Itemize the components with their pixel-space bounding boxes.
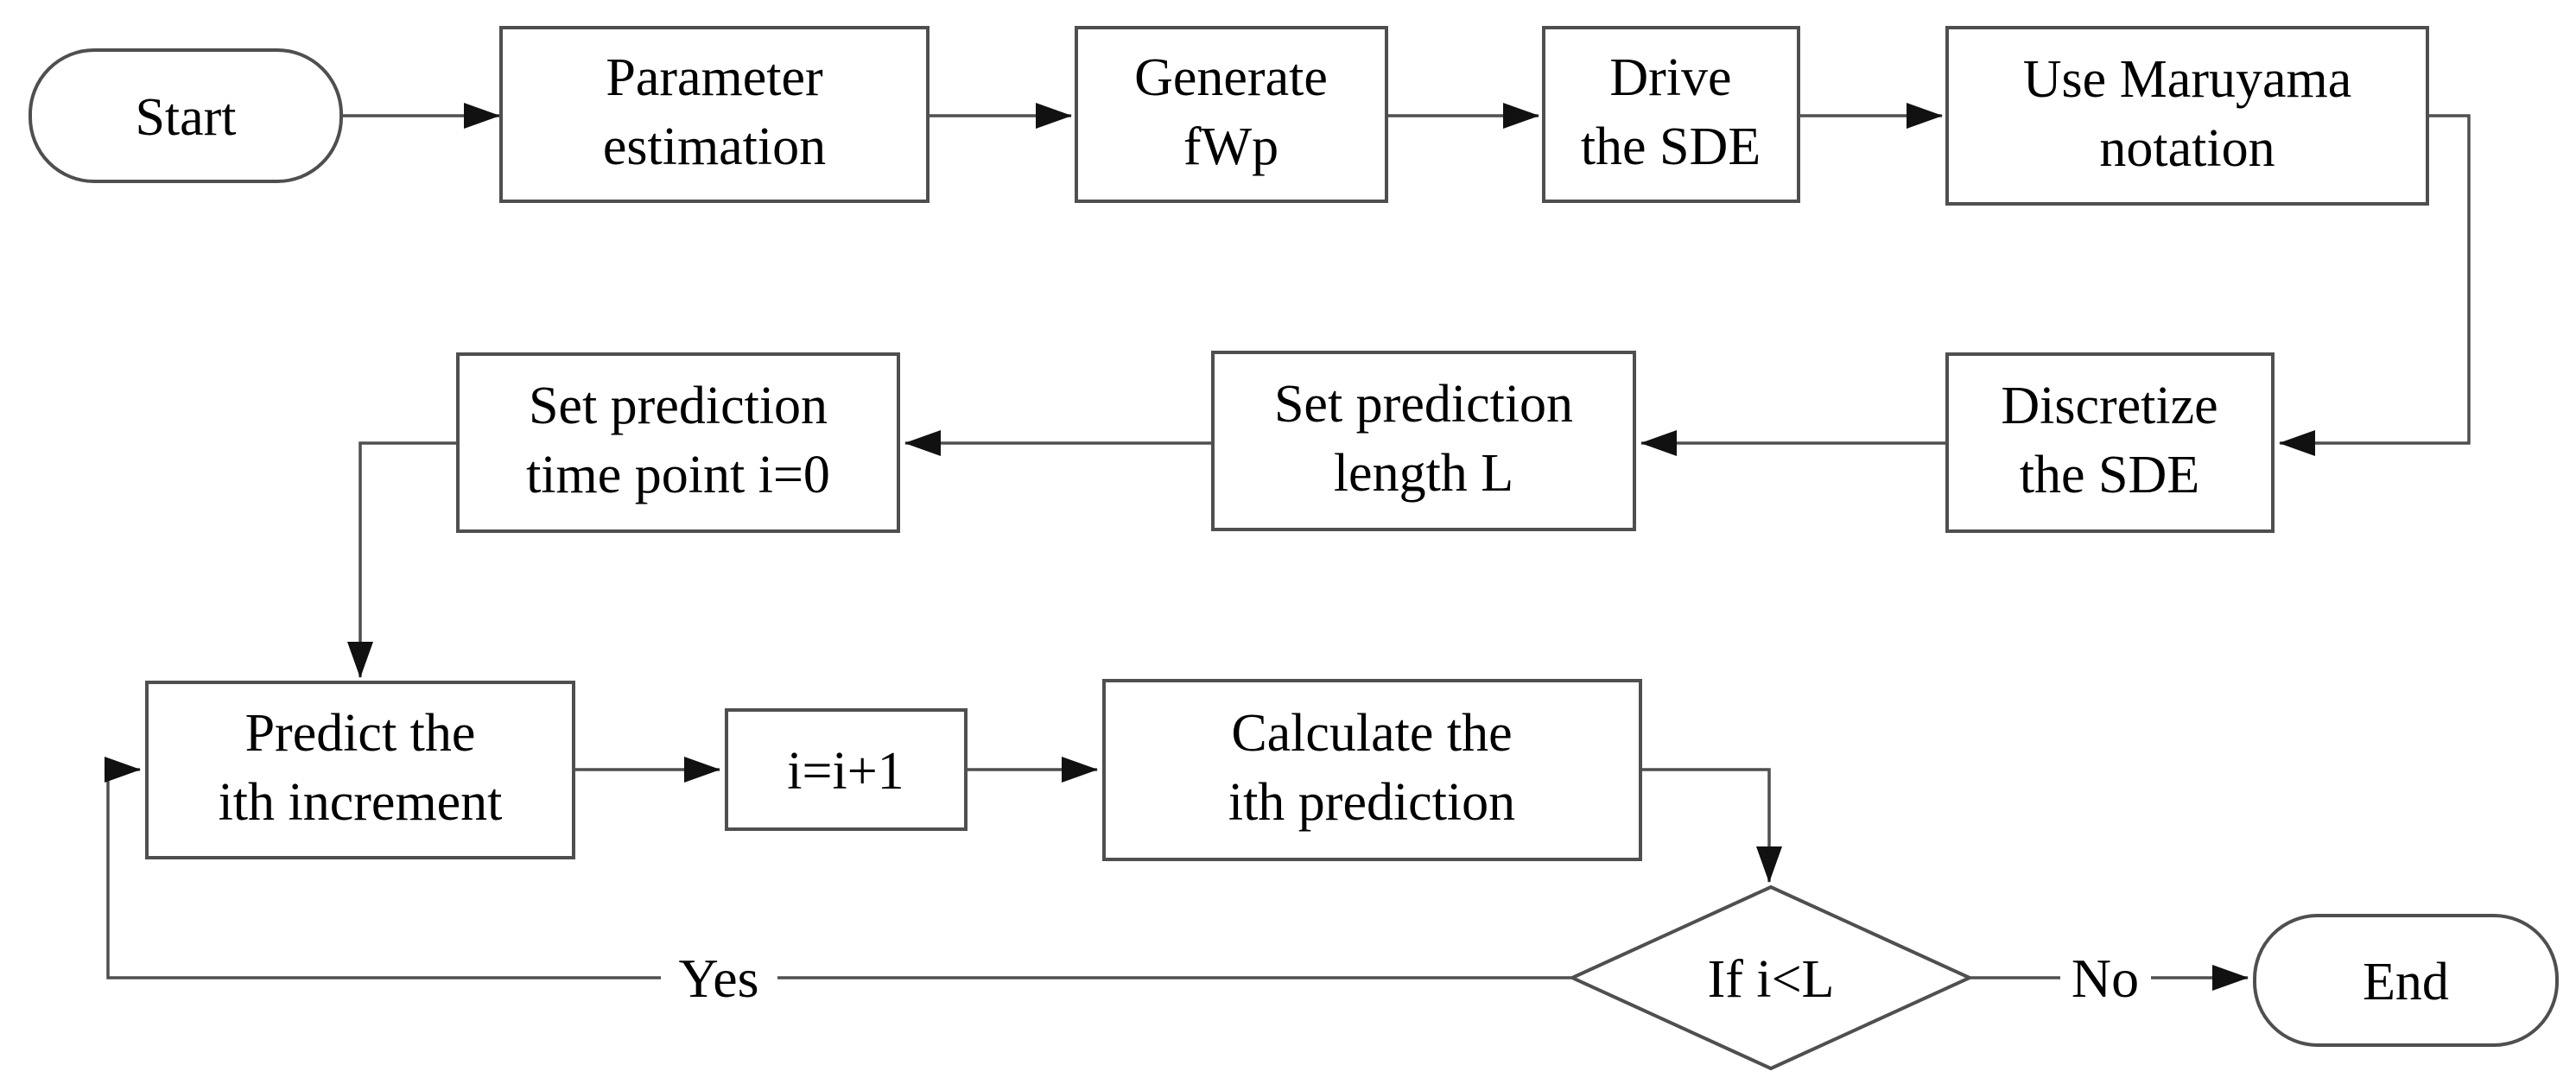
edge-decision-yes-to-predict <box>105 757 1572 979</box>
set-prediction-time-line2: time point i=0 <box>526 446 830 504</box>
generate-fwp-line1: Generate <box>1134 48 1328 107</box>
set-prediction-length-node: Set prediction length L <box>1211 351 1636 531</box>
predict-increment-line1: Predict the <box>245 704 476 763</box>
increment-counter-label: i=i+1 <box>787 742 904 801</box>
end-node: End <box>2253 914 2559 1047</box>
yes-label-bg <box>661 945 777 1012</box>
generate-fwp-line2: fWp <box>1183 117 1278 176</box>
maruyama-notation-line2: notation <box>2099 119 2275 178</box>
maruyama-notation-line1: Use Maruyama <box>2023 50 2351 109</box>
drive-sde-node: Drive the SDE <box>1542 26 1800 203</box>
drive-sde-line1: Drive <box>1609 48 1731 107</box>
end-label: End <box>2363 953 2449 1011</box>
parameter-estimation-node: Parameter estimation <box>499 26 930 203</box>
parameter-estimation-line1: Parameter <box>606 48 823 107</box>
set-prediction-time-line1: Set prediction <box>529 377 828 435</box>
edge-labels: Yes No <box>661 945 2151 1012</box>
parameter-estimation-line2: estimation <box>603 117 826 176</box>
drive-sde-line2: the SDE <box>1581 117 1761 176</box>
generate-fwp-shape <box>1075 26 1388 203</box>
set-prediction-length-line1: Set prediction <box>1274 375 1573 434</box>
decision-label: If i<L <box>1708 950 1835 1009</box>
drive-sde-shape <box>1542 26 1800 203</box>
generate-fwp-node: Generate fWp <box>1075 26 1388 203</box>
maruyama-notation-shape <box>1945 26 2429 206</box>
calculate-prediction-shape <box>1102 679 1642 861</box>
edge-settime-to-predict <box>347 441 458 678</box>
no-label: No <box>2072 948 2139 1009</box>
edges <box>105 103 2471 991</box>
start-label: Start <box>135 88 236 147</box>
increment-counter-node: i=i+1 <box>725 708 968 831</box>
set-prediction-length-shape <box>1211 351 1636 531</box>
discretize-sde-line2: the SDE <box>2020 446 2199 504</box>
set-prediction-length-line2: length L <box>1334 444 1513 503</box>
no-label-bg <box>2060 945 2151 1012</box>
decision-node: If i<L <box>1568 884 1974 1071</box>
edge-maruyama-to-discretize <box>2279 114 2471 456</box>
end-terminator-shape <box>2253 914 2559 1047</box>
edge-calculate-to-decision <box>1640 768 1782 883</box>
yes-label: Yes <box>678 948 758 1009</box>
predict-increment-line2: ith increment <box>219 773 503 832</box>
start-terminator-shape <box>29 48 343 183</box>
calculate-prediction-line1: Calculate the <box>1231 704 1512 763</box>
calculate-prediction-node: Calculate the ith prediction <box>1102 679 1642 861</box>
discretize-sde-shape <box>1945 352 2275 533</box>
decision-diamond-shape <box>1568 884 1974 1071</box>
discretize-sde-line1: Discretize <box>2001 377 2218 435</box>
start-node: Start <box>29 48 343 183</box>
set-prediction-time-node: Set prediction time point i=0 <box>456 352 900 533</box>
set-prediction-time-shape <box>456 352 900 533</box>
increment-counter-shape <box>725 708 968 831</box>
predict-increment-shape <box>145 681 575 859</box>
maruyama-notation-node: Use Maruyama notation <box>1945 26 2429 206</box>
calculate-prediction-line2: ith prediction <box>1228 773 1515 832</box>
predict-increment-node: Predict the ith increment <box>145 681 575 859</box>
nodes: Start Parameter estimation Generate fWp … <box>29 26 2559 1071</box>
discretize-sde-node: Discretize the SDE <box>1945 352 2275 533</box>
parameter-estimation-shape <box>499 26 930 203</box>
